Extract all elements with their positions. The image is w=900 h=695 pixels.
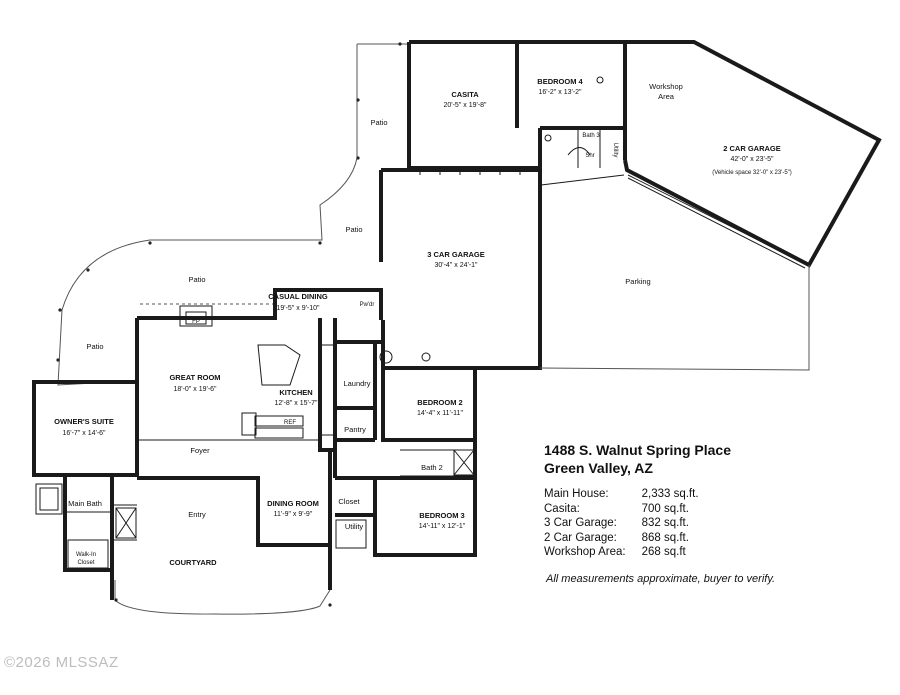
- casual-dining-label: CASUAL DINING: [268, 292, 328, 301]
- area-value: 2,333 sq.ft.: [641, 488, 699, 500]
- garage2-label: 2 CAR GARAGE: [723, 144, 781, 153]
- owners-suite-dim: 16'-7" x 14'-6": [62, 430, 106, 437]
- patio-dots: [56, 42, 402, 607]
- utility-low-label: Utility: [345, 522, 364, 531]
- garage2-extra: (Vehicle space 32'-0" x 23'-5"): [712, 170, 792, 176]
- bath3-label: Bath 3: [582, 133, 600, 139]
- bedroom4-label: BEDROOM 4: [537, 77, 583, 86]
- bath2-label: Bath 2: [421, 463, 443, 472]
- bedroom2-dim: 14'-4" x 11'-11": [417, 410, 463, 417]
- utility-top-label: Utility: [612, 143, 618, 158]
- area-label: 3 Car Garage:: [544, 517, 617, 529]
- laundry-label: Laundry: [343, 379, 370, 388]
- casita-dim: 20'-5" x 19'-8": [443, 102, 487, 109]
- fp-label: FP: [192, 319, 200, 325]
- area-row: Main House: 2,333 sq.ft.: [544, 487, 699, 502]
- area-label: Casita:: [544, 502, 580, 515]
- entry-label: Entry: [188, 510, 206, 519]
- area-value: 700 sq.ft.: [641, 502, 689, 515]
- patio-label-3: Patio: [188, 275, 205, 284]
- bedroom2-label: BEDROOM 2: [417, 398, 462, 407]
- owners-suite-label: OWNER'S SUITE: [54, 417, 114, 426]
- casita-label: CASITA: [451, 90, 479, 99]
- patio-label-1: Patio: [370, 118, 387, 127]
- area-row: Casita: 700 sq.ft.: [544, 502, 699, 517]
- closet-label: Closet: [338, 497, 360, 506]
- garage2-dim: 42'-0" x 23'-5": [730, 156, 774, 163]
- kitchen-dim: 12'-8" x 15'-7": [274, 400, 318, 407]
- patio-label-4: Patio: [86, 342, 103, 351]
- casual-dining-dim: 19'-5" x 9'-10": [276, 305, 320, 312]
- dining-room-dim: 11'-9" x 9'-9": [274, 511, 313, 518]
- bedroom3-dim: 14'-11" x 12'-1": [419, 523, 466, 530]
- main-bath-label: Main Bath: [68, 499, 102, 508]
- bedroom4-dim: 16'-2" x 13'-2": [538, 89, 582, 96]
- area-value: 868 sq.ft.: [641, 531, 689, 544]
- parking-label: Parking: [625, 277, 650, 286]
- patio-label-2: Patio: [345, 225, 362, 234]
- garage3-label: 3 CAR GARAGE: [427, 250, 485, 259]
- area-label: 2 Car Garage:: [544, 531, 617, 544]
- dining-room-label: DINING ROOM: [267, 499, 319, 508]
- kitchen-label: KITCHEN: [279, 388, 312, 397]
- fixtures: [35, 76, 604, 569]
- courtyard-label: COURTYARD: [169, 558, 217, 567]
- walkin-label-2: Closet: [77, 560, 94, 566]
- pwdr-label: Pw'dr: [360, 302, 375, 308]
- city: Green Valley, AZ: [544, 460, 653, 476]
- workshop-label-1: Workshop: [649, 82, 683, 91]
- shr-label: Shr: [585, 153, 594, 159]
- area-row: 3 Car Garage: 832 sq.ft.: [544, 516, 699, 531]
- foyer-label: Foyer: [190, 446, 210, 455]
- area-value: 832 sq.ft.: [641, 517, 689, 529]
- great-room-dim: 18'-0" x 19'-6": [173, 386, 217, 393]
- watermark: ©2026 MLSSAZ: [4, 654, 119, 671]
- property-info: 1488 S. Walnut Spring Place Green Valley…: [544, 441, 874, 560]
- area-value: 268 sq.ft: [641, 546, 686, 558]
- ref-label: REF: [284, 420, 296, 426]
- area-table: Main House: 2,333 sq.ft. Casita: 700 sq.ft…: [544, 487, 699, 560]
- area-row: Workshop Area: 268 sq.ft: [544, 545, 699, 560]
- area-label: Main House:: [544, 488, 609, 500]
- area-label: Workshop Area:: [544, 546, 626, 558]
- workshop-label-2: Area: [658, 92, 675, 101]
- bedroom3-label: BEDROOM 3: [419, 511, 464, 520]
- disclaimer-note: All measurements approximate, buyer to v…: [546, 573, 776, 585]
- great-room-label: GREAT ROOM: [169, 373, 220, 382]
- garage3-dim: 30'-4" x 24'-1": [434, 262, 478, 269]
- pantry-label: Pantry: [344, 425, 366, 434]
- address: 1488 S. Walnut Spring Place: [544, 442, 731, 458]
- room-labels: CASITA 20'-5" x 19'-8" BEDROOM 4 16'-2" …: [54, 77, 792, 567]
- walls: [32, 40, 882, 600]
- area-row: 2 Car Garage: 868 sq.ft.: [544, 531, 699, 546]
- walkin-label-1: Walk-In: [76, 552, 96, 558]
